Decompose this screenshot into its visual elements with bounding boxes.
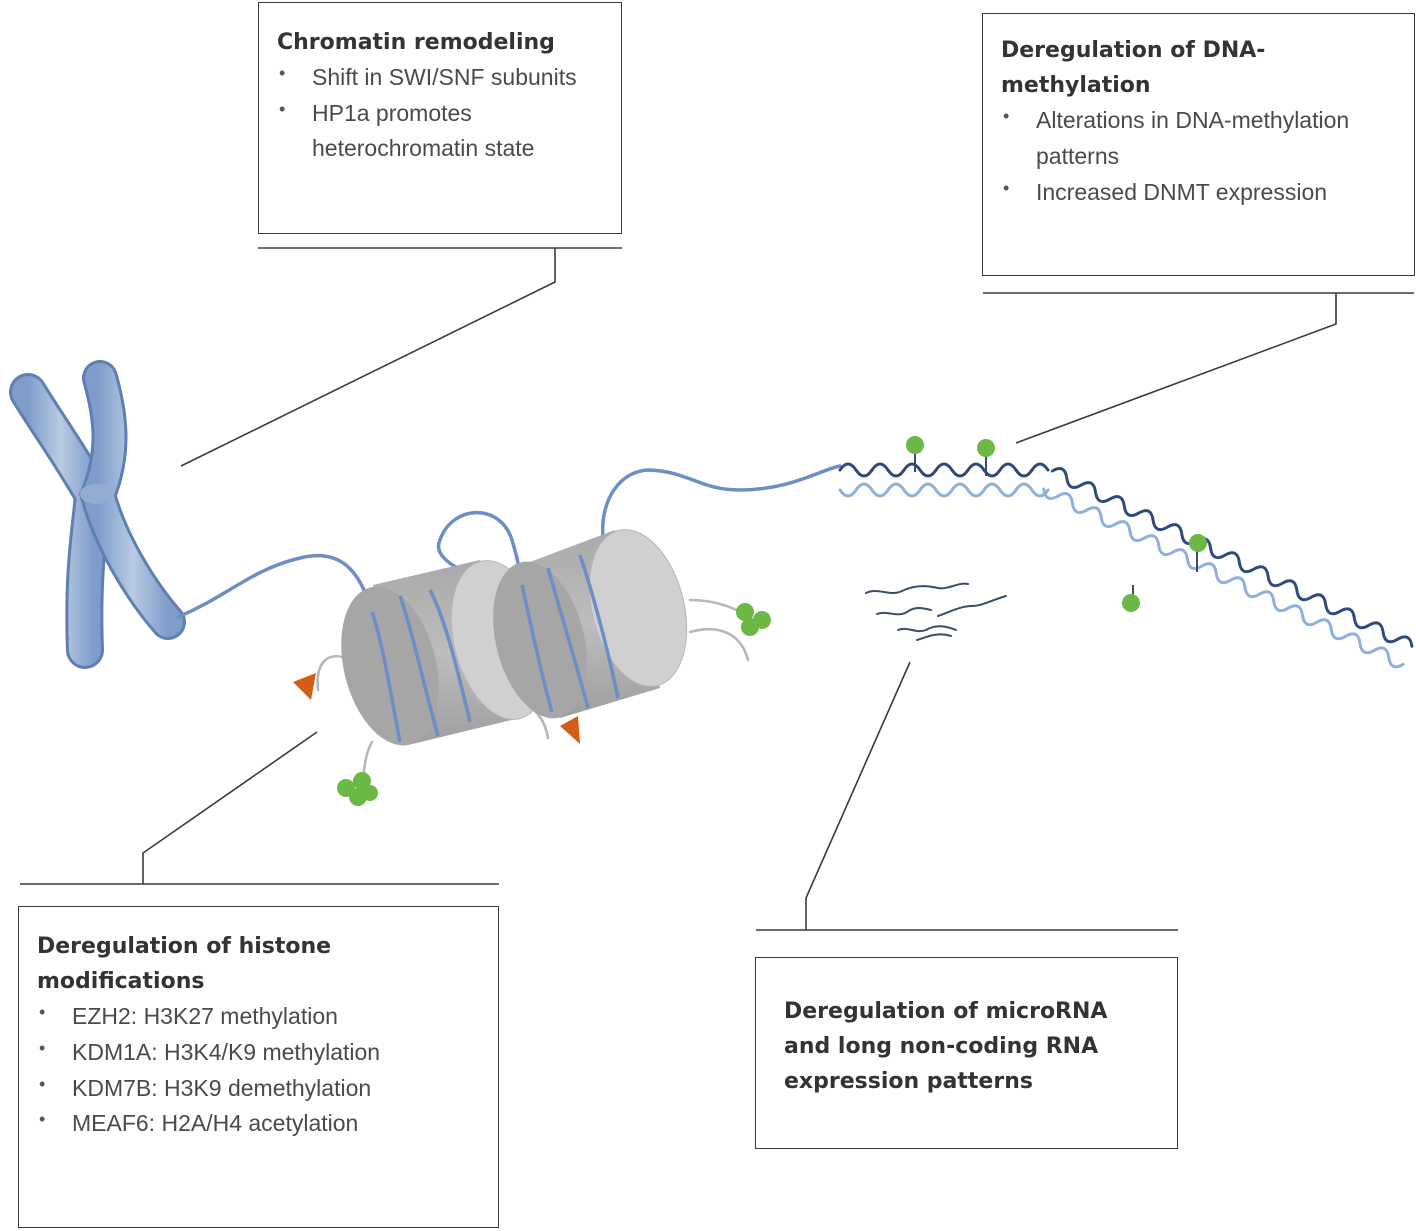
chromatin-remodeling-title: Chromatin remodeling	[277, 30, 555, 55]
list-item: Shift in SWI/SNF subunits	[277, 60, 605, 96]
list-item: EZH2: H3K27 methylation	[37, 999, 486, 1035]
noncoding-rna-box: Deregulation of microRNA and long non-co…	[755, 957, 1178, 1149]
rna-molecules	[865, 582, 1007, 641]
callout-rna	[756, 661, 1178, 931]
dna-methyl-marks	[906, 436, 1207, 612]
histone-modifications-list: EZH2: H3K27 methylation KDM1A: H3K4/K9 m…	[37, 999, 486, 1142]
histone-modifications-title: Deregulation of histone modifications	[37, 934, 332, 995]
list-item: MEAF6: H2A/H4 acetylation	[37, 1106, 486, 1142]
histone-methyl-marks	[337, 603, 771, 806]
callout-histone	[20, 731, 499, 885]
callout-lines	[20, 247, 1414, 931]
dna-methylation-box: Deregulation of DNA-methylation Alterati…	[982, 13, 1415, 276]
list-item: Increased DNMT expression	[1001, 175, 1402, 211]
noncoding-rna-title: Deregulation of microRNA and long non-co…	[784, 999, 1108, 1095]
callout-chromatin	[180, 247, 622, 467]
acetylation-marks	[293, 673, 580, 744]
chromosome-illustration	[9, 360, 186, 669]
list-item: Alterations in DNA-methylation patterns	[1001, 103, 1402, 174]
list-item: KDM7B: H3K9 demethylation	[37, 1071, 486, 1107]
histone-modifications-box: Deregulation of histone modifications EZ…	[18, 906, 499, 1228]
list-item: HP1a promotes heterochromatin state	[277, 96, 605, 167]
dna-double-helix	[838, 462, 1414, 669]
nucleosome-2	[493, 529, 688, 719]
dna-methylation-list: Alterations in DNA-methylation patterns …	[1001, 103, 1402, 210]
chromatin-remodeling-list: Shift in SWI/SNF subunits HP1a promotes …	[277, 60, 605, 167]
list-item: KDM1A: H3K4/K9 methylation	[37, 1035, 486, 1071]
callout-dna-methylation	[983, 292, 1414, 444]
chromatin-remodeling-box: Chromatin remodeling Shift in SWI/SNF su…	[258, 2, 622, 234]
dna-methylation-title: Deregulation of DNA-methylation	[1001, 38, 1266, 99]
